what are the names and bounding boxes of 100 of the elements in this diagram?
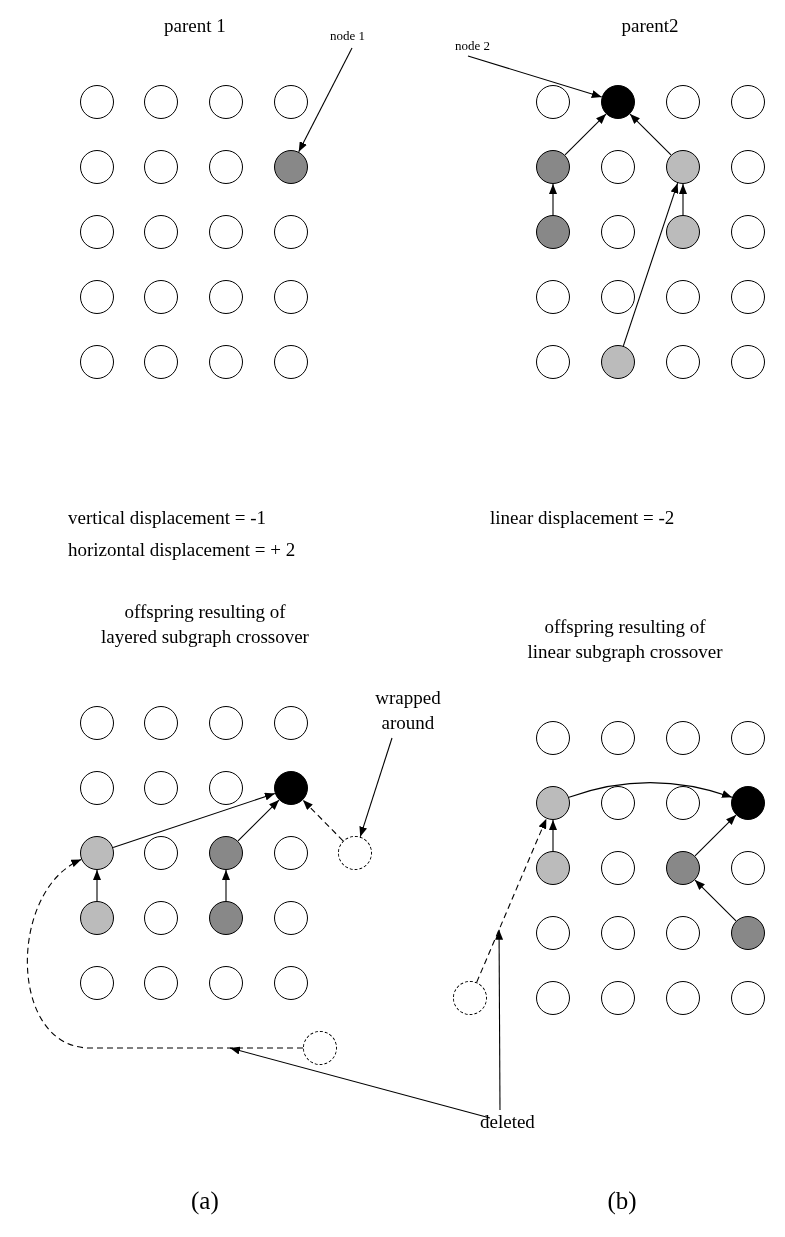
node-circle	[144, 345, 178, 379]
leader-arrow	[229, 1046, 491, 1119]
node-circle	[274, 706, 308, 740]
node-circle	[209, 771, 243, 805]
node-circle	[601, 916, 635, 950]
panel-title: parent 1	[164, 14, 226, 38]
panel-title: offspring resulting of layered subgraph crossover	[100, 600, 310, 649]
filled-node-circle	[209, 836, 243, 870]
node-circle	[731, 721, 765, 755]
arrow	[237, 799, 280, 842]
leader-arrow	[359, 737, 393, 838]
node-circle	[731, 280, 765, 314]
node-circle	[536, 981, 570, 1015]
node-circle	[666, 721, 700, 755]
leader-arrow	[298, 47, 353, 153]
filled-node-circle	[601, 345, 635, 379]
arrow	[93, 869, 101, 902]
node-circle	[666, 786, 700, 820]
node-circle	[209, 345, 243, 379]
node-circle	[80, 85, 114, 119]
node-circle	[731, 150, 765, 184]
dashed-arrow	[302, 799, 344, 842]
leader-arrow	[467, 55, 603, 98]
node-circle	[536, 721, 570, 755]
node-circle	[666, 280, 700, 314]
node-circle	[601, 851, 635, 885]
panel-title: parent2	[621, 14, 679, 38]
node-circle	[209, 280, 243, 314]
node-circle	[274, 966, 308, 1000]
node-circle	[731, 215, 765, 249]
node-circle	[601, 721, 635, 755]
node-circle	[144, 85, 178, 119]
filled-node-circle	[666, 851, 700, 885]
dashed-node-circle	[453, 981, 487, 1015]
node-circle	[536, 85, 570, 119]
node-circle	[209, 966, 243, 1000]
node-circle	[209, 150, 243, 184]
node-circle	[731, 851, 765, 885]
filled-node-circle	[536, 786, 570, 820]
panel-label: (b)	[607, 1186, 637, 1217]
dashed-arrow	[26, 859, 304, 1049]
node-circle	[209, 215, 243, 249]
annotation-text: deleted	[480, 1110, 535, 1135]
node-circle	[144, 215, 178, 249]
node-circle	[731, 85, 765, 119]
node-circle	[274, 901, 308, 935]
node-circle	[731, 345, 765, 379]
filled-node-circle	[274, 150, 308, 184]
node-circle	[80, 706, 114, 740]
filled-node-circle	[536, 150, 570, 184]
node-circle	[144, 836, 178, 870]
annotation-text: node 1	[330, 28, 366, 45]
node-circle	[274, 215, 308, 249]
annotation-text: node 2	[455, 38, 491, 55]
node-circle	[209, 706, 243, 740]
node-circle	[80, 966, 114, 1000]
filled-node-circle	[274, 771, 308, 805]
node-circle	[274, 836, 308, 870]
filled-node-circle	[666, 215, 700, 249]
arrow	[112, 792, 276, 849]
node-circle	[601, 786, 635, 820]
arrow	[568, 782, 733, 798]
node-circle	[666, 981, 700, 1015]
node-circle	[80, 150, 114, 184]
node-circle	[144, 706, 178, 740]
node-circle	[601, 215, 635, 249]
arrow	[679, 183, 687, 216]
node-circle	[274, 345, 308, 379]
arrow	[222, 869, 230, 902]
filled-node-circle	[731, 786, 765, 820]
filled-node-circle	[666, 150, 700, 184]
filled-node-circle	[536, 851, 570, 885]
node-circle	[144, 771, 178, 805]
arrow	[629, 113, 672, 156]
node-circle	[144, 150, 178, 184]
dashed-node-circle	[303, 1031, 337, 1065]
node-circle	[601, 981, 635, 1015]
dashed-arrow	[476, 818, 547, 983]
node-circle	[144, 966, 178, 1000]
node-circle	[80, 771, 114, 805]
node-circle	[731, 981, 765, 1015]
node-circle	[80, 280, 114, 314]
node-circle	[666, 345, 700, 379]
node-circle	[536, 345, 570, 379]
annotation-text: wrapped around	[368, 686, 448, 736]
arrow	[622, 182, 679, 347]
arrow	[694, 879, 737, 922]
node-circle	[80, 215, 114, 249]
panel-title: offspring resulting of linear subgraph crossover	[526, 615, 724, 664]
filled-node-circle	[731, 916, 765, 950]
arrow	[549, 819, 557, 852]
filled-node-circle	[80, 901, 114, 935]
arrow	[564, 113, 607, 156]
node-circle	[601, 280, 635, 314]
leader-arrow	[495, 929, 504, 1111]
node-circle	[536, 916, 570, 950]
node-circle	[601, 150, 635, 184]
node-circle	[144, 280, 178, 314]
filled-node-circle	[209, 901, 243, 935]
node-circle	[209, 85, 243, 119]
